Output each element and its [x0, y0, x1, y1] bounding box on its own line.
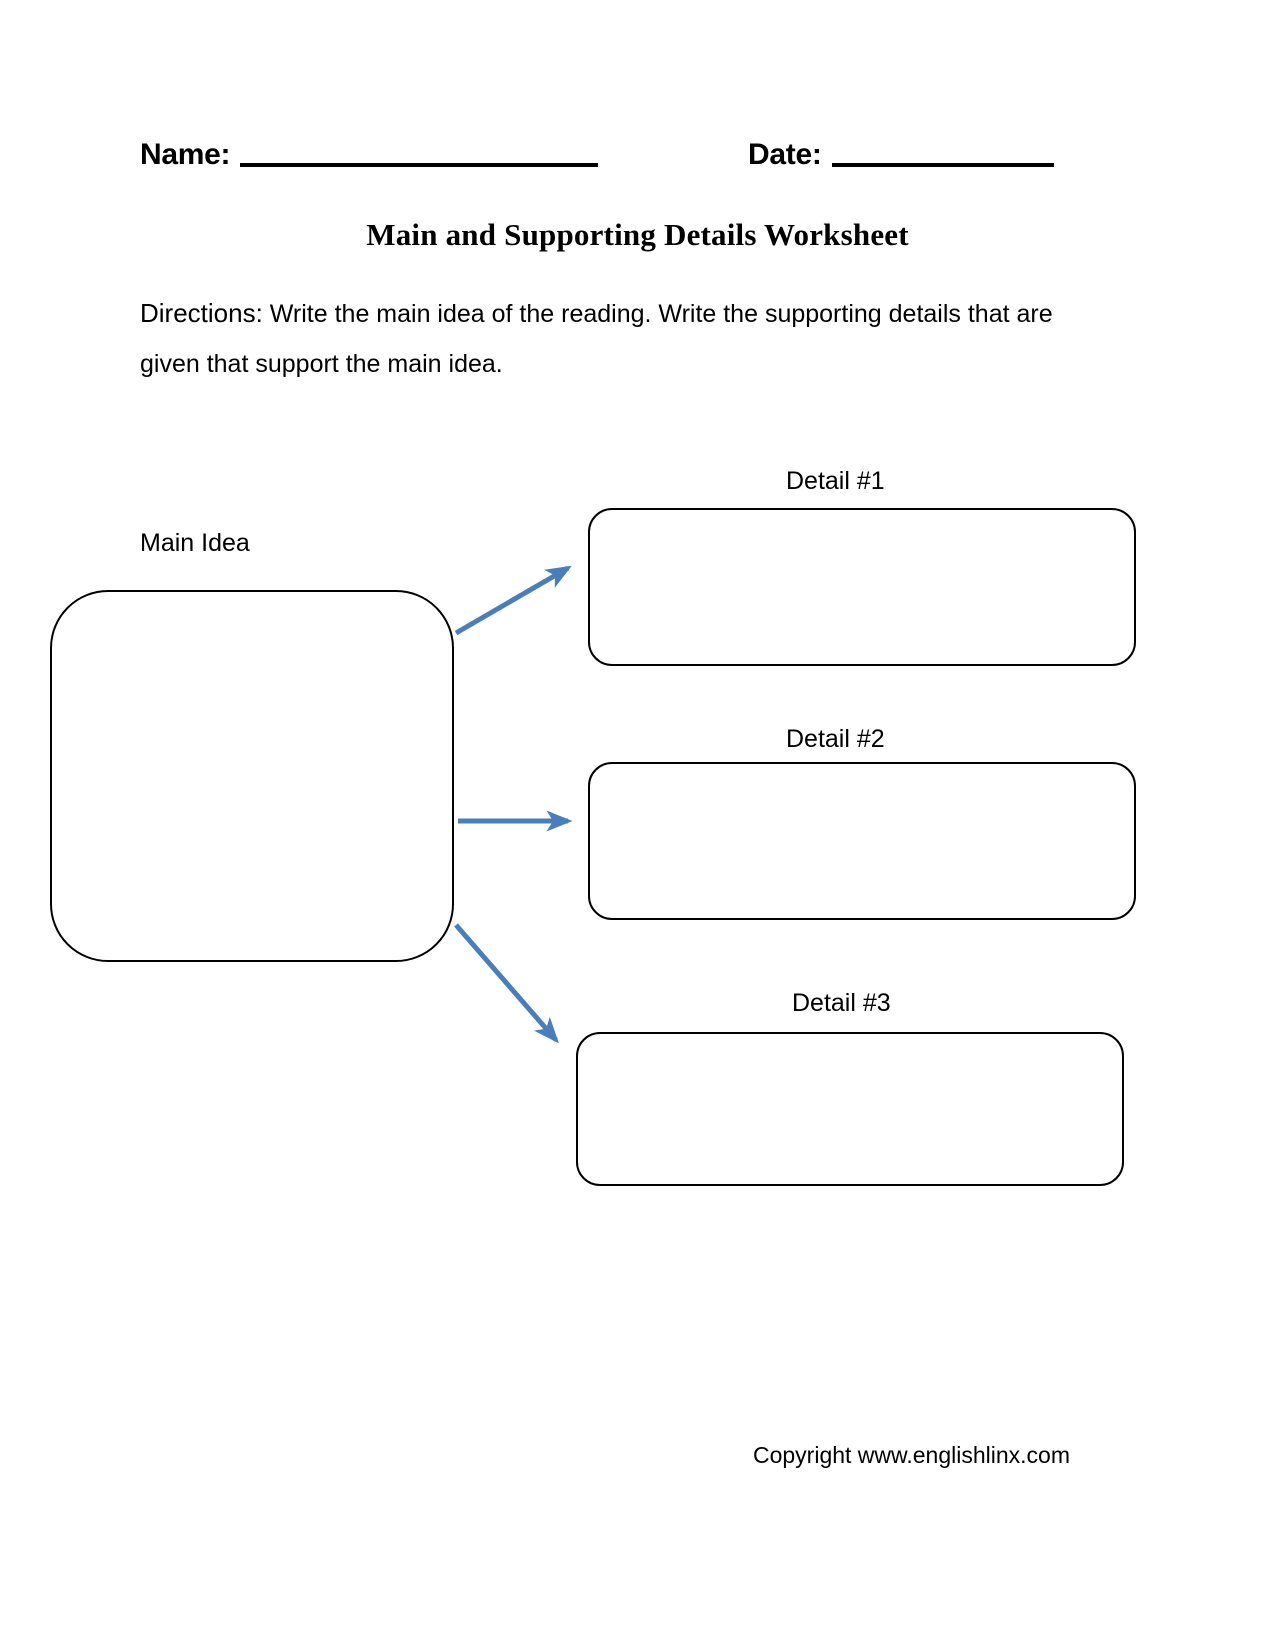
detail-1-label: Detail #1	[786, 467, 885, 495]
name-field-group: Name:	[140, 138, 599, 172]
name-label: Name:	[140, 138, 231, 171]
date-write-line[interactable]	[831, 163, 1054, 167]
detail-1-answer-box[interactable]	[588, 508, 1136, 666]
main-idea-answer-box[interactable]	[50, 590, 454, 962]
arrow-to-detail-3	[454, 923, 559, 1044]
footer-copyright: Copyright www.englishlinx.com	[752, 1442, 1070, 1468]
detail-3-label: Detail #3	[792, 989, 891, 1017]
directions-body: Write the main idea of the reading. Writ…	[140, 300, 1053, 378]
graphic-organizer: Main Idea Detail #1 Detail #2 Detail #3	[0, 440, 1275, 1220]
detail-3-answer-box[interactable]	[576, 1032, 1124, 1186]
page-title: Main and Supporting Details Worksheet	[366, 217, 909, 252]
name-write-line[interactable]	[240, 163, 599, 167]
directions-lead: Directions:	[140, 298, 263, 328]
arrow-to-detail-1	[454, 565, 572, 636]
detail-2-answer-box[interactable]	[588, 762, 1136, 920]
directions-text: Directions: Write the main idea of the r…	[140, 288, 1070, 389]
main-idea-label: Main Idea	[140, 529, 250, 557]
date-field-group: Date:	[748, 138, 1054, 172]
detail-2-label: Detail #2	[786, 725, 885, 753]
header-row: Name: Date:	[0, 138, 1275, 190]
date-label: Date:	[748, 138, 822, 171]
